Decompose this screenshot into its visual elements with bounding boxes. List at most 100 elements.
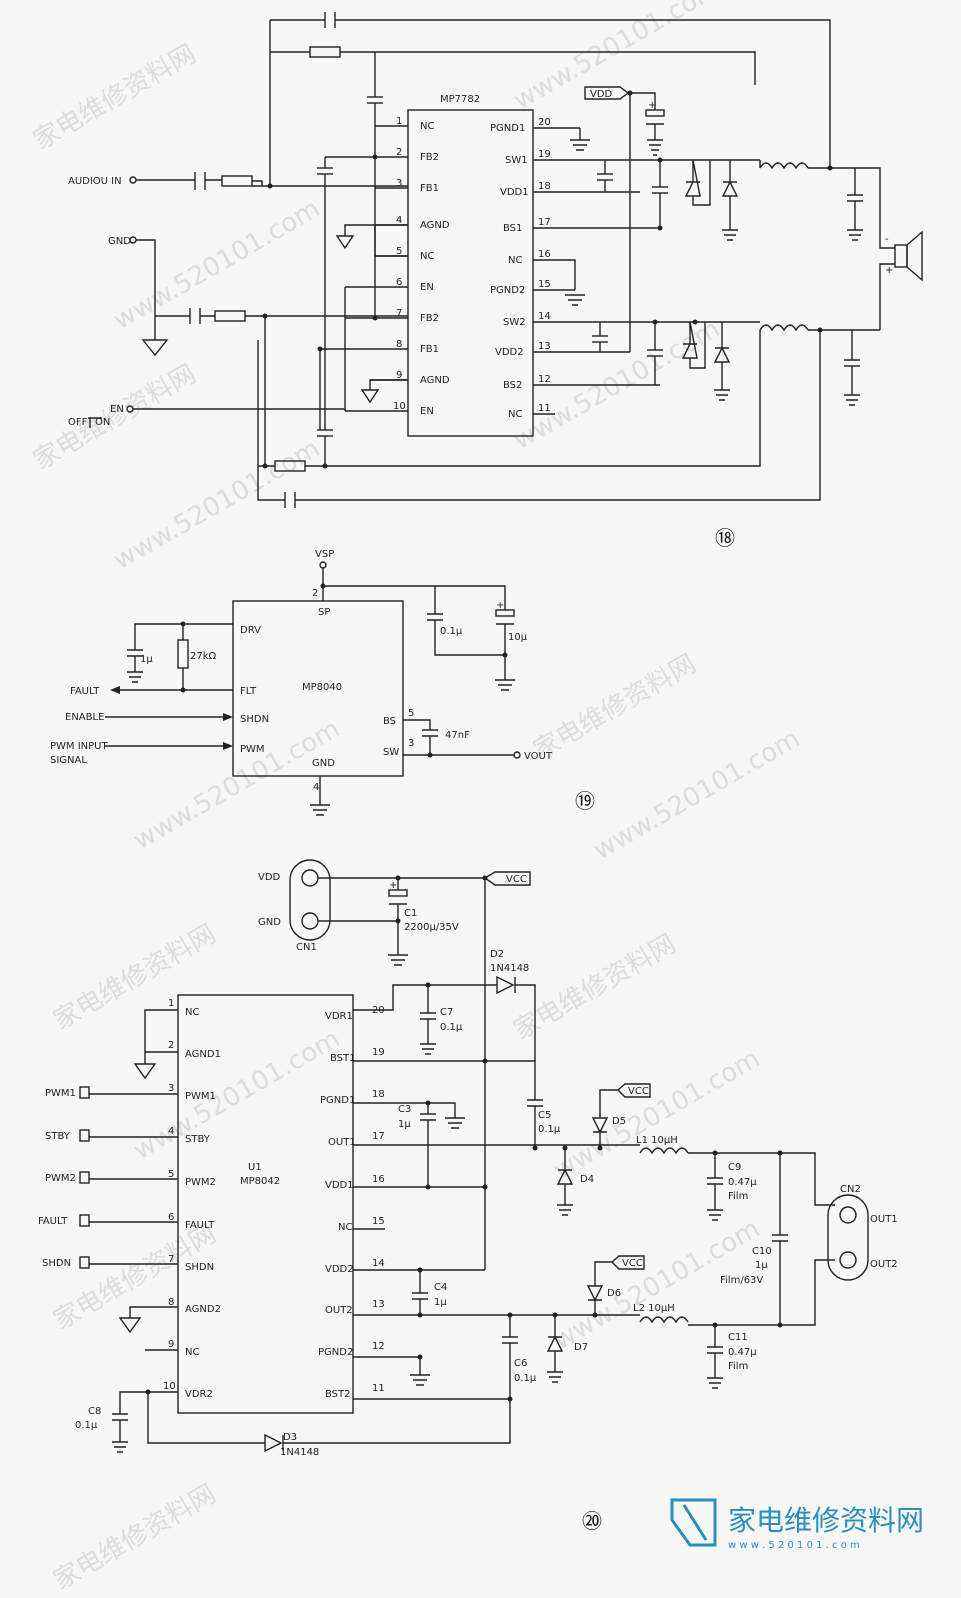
svg-text:SHDN: SHDN [185, 1262, 214, 1273]
svg-text:16: 16 [538, 249, 551, 260]
svg-text:FB1: FB1 [420, 344, 439, 355]
svg-text:OUT1: OUT1 [870, 1214, 898, 1225]
figure-19: MP8040 VSP 2 SP 0.1μ + 10μ DRV 1μ 27kΩ F… [50, 549, 595, 816]
svg-text:SHDN: SHDN [42, 1258, 71, 1269]
svg-text:8: 8 [168, 1297, 174, 1308]
svg-text:10: 10 [393, 401, 406, 412]
svg-text:0.1μ: 0.1μ [440, 1022, 463, 1033]
svg-text:NC: NC [508, 255, 522, 266]
svg-text:AGND: AGND [420, 375, 450, 386]
svg-text:FLT: FLT [240, 686, 257, 697]
svg-text:19: 19 [538, 149, 551, 160]
svg-text:OUT1: OUT1 [328, 1137, 356, 1148]
resistor-27k [177, 639, 189, 669]
svg-text:VDD2: VDD2 [495, 347, 524, 358]
watermark-text: 家电维修资料网 [29, 359, 202, 476]
inductor-l2 [639, 1316, 689, 1324]
svg-text:NC: NC [185, 1347, 199, 1358]
speaker-icon [894, 244, 908, 268]
cn1-connector[interactable] [289, 859, 331, 941]
arrow-icon [223, 713, 233, 721]
en-label: EN [110, 404, 124, 415]
cn2-connector[interactable] [827, 1194, 869, 1281]
svg-text:2200μ/35V: 2200μ/35V [404, 922, 459, 933]
svg-text:12: 12 [538, 374, 551, 385]
svg-text:12: 12 [372, 1341, 385, 1352]
svg-text:FB1: FB1 [420, 183, 439, 194]
output-cap-2 [844, 330, 860, 406]
svg-text:VCC: VCC [506, 874, 527, 885]
mp7782-left-pins: 1 NC 2 FB2 3 FB1 4 AGND 5 NC 6 EN 7 FB2 … [320, 116, 450, 417]
shdn-terminal[interactable] [79, 1256, 90, 1269]
svg-text:OUT2: OUT2 [870, 1259, 898, 1270]
ground-icon [495, 624, 515, 691]
vsp-terminal[interactable] [319, 561, 327, 569]
svg-text:5: 5 [168, 1169, 174, 1180]
svg-text:AGND: AGND [420, 220, 450, 231]
svg-text:VDD1: VDD1 [325, 1180, 354, 1191]
diode-d7 [546, 1315, 564, 1383]
ground-icon [141, 339, 169, 357]
mp8040-body [232, 600, 404, 777]
svg-text:C9: C9 [728, 1162, 741, 1173]
ground-icon [335, 235, 355, 250]
diode-d3 [264, 1433, 284, 1453]
mp7782-right-pins: 20 PGND1 19 SW1 18 VDD1 17 BS1 16 NC 15 … [490, 117, 760, 420]
svg-text:VDD2: VDD2 [325, 1264, 354, 1275]
input-resistor-1 [221, 175, 253, 187]
svg-text:11: 11 [372, 1383, 385, 1394]
stby-terminal[interactable] [79, 1129, 90, 1142]
svg-text:C5: C5 [538, 1110, 551, 1121]
mp8042-label: MP8042 [240, 1176, 280, 1187]
svg-text:U1: U1 [248, 1162, 262, 1173]
feedback-resistor-1 [309, 46, 341, 58]
svg-text:BST2: BST2 [325, 1389, 351, 1400]
pwm2-terminal[interactable] [79, 1171, 90, 1184]
vout-terminal[interactable] [513, 751, 521, 759]
svg-text:10μ: 10μ [508, 632, 528, 643]
svg-text:6: 6 [168, 1212, 174, 1223]
svg-text:C4: C4 [434, 1282, 447, 1293]
svg-text:L2 10μH: L2 10μH [633, 1303, 675, 1314]
svg-text:BS: BS [383, 716, 396, 727]
ground-icon [647, 124, 663, 156]
arrow-icon [110, 686, 120, 694]
audio-in-label: AUDIOU IN [68, 176, 122, 187]
svg-text:VDD: VDD [590, 89, 613, 100]
svg-text:D6: D6 [607, 1288, 621, 1299]
svg-text:D4: D4 [580, 1174, 594, 1185]
ground-icon [360, 389, 380, 404]
svg-text:Film: Film [728, 1191, 748, 1202]
svg-text:EN: EN [420, 406, 434, 417]
svg-text:2: 2 [396, 147, 402, 158]
logo-text: 家电维修资料网 [728, 1504, 924, 1537]
svg-text:PGND2: PGND2 [318, 1347, 353, 1358]
figure-18: MP7782 1 NC 2 FB2 3 FB1 4 AGND 5 NC 6 EN [68, 12, 923, 550]
svg-text:D7: D7 [574, 1342, 588, 1353]
watermark-url: www.520101.com [129, 1024, 346, 1166]
figure-number-18: ⑱ [715, 526, 735, 550]
svg-text:FB2: FB2 [420, 313, 439, 324]
svg-text:PWM1: PWM1 [45, 1088, 76, 1099]
svg-text:7: 7 [168, 1254, 174, 1265]
svg-text:2: 2 [312, 588, 318, 599]
ground-icon [133, 1063, 157, 1080]
audio-in-terminal[interactable] [129, 176, 137, 184]
svg-text:VCC: VCC [628, 1086, 649, 1097]
svg-text:0.1μ: 0.1μ [440, 626, 463, 637]
svg-text:SW: SW [383, 747, 399, 758]
svg-text:VCC: VCC [622, 1258, 643, 1269]
svg-text:BS2: BS2 [503, 380, 522, 391]
pwm1-terminal[interactable] [79, 1086, 90, 1099]
svg-text:-: - [885, 234, 889, 245]
inductor-2 [759, 324, 809, 332]
svg-text:5: 5 [396, 246, 402, 257]
svg-text:SW1: SW1 [505, 155, 528, 166]
mp8042-body [177, 994, 354, 1414]
svg-text:GND: GND [312, 758, 335, 769]
fault-terminal[interactable] [79, 1214, 90, 1227]
svg-text:STBY: STBY [185, 1134, 211, 1145]
